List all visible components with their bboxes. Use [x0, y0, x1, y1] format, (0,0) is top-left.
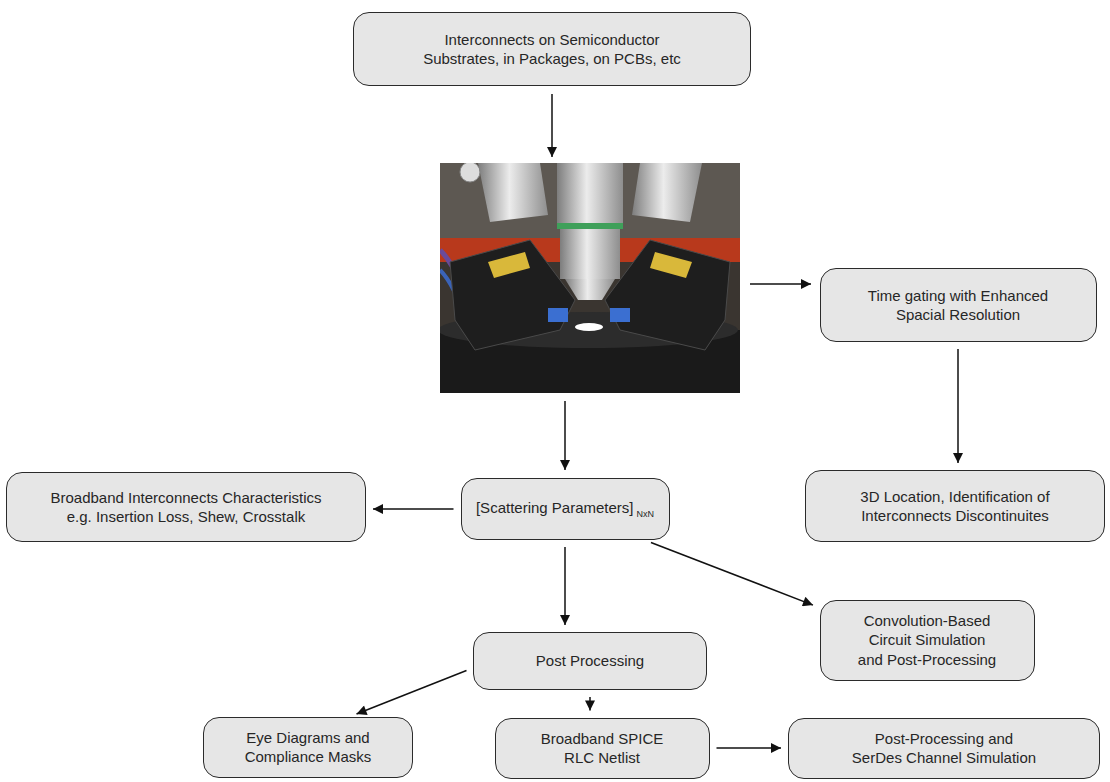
source-box: Interconnects on Semiconductor Substrate… [353, 12, 751, 86]
result-box: Eye Diagrams and Compliance Masks [203, 717, 413, 778]
text-wrap: Broadband Interconnects Characteristics … [21, 488, 351, 527]
objective-lens [557, 163, 623, 223]
process-box: Post Processing [473, 632, 707, 690]
probe-positioner [605, 240, 730, 350]
box-label: 3D Location, Identification of Interconn… [820, 487, 1090, 526]
text-wrap: [Scattering Parameters]NxN [476, 498, 654, 521]
box-label: Time gating with Enhanced Spacial Resolu… [841, 286, 1076, 325]
flow-arrow [589, 697, 591, 711]
text-wrap: Time gating with Enhanced Spacial Resolu… [841, 286, 1076, 325]
positioner-label [650, 252, 692, 278]
process-box: Convolution-Based Circuit Simulation and… [820, 600, 1035, 681]
process-box: Time gating with Enhanced Spacial Resolu… [820, 268, 1097, 342]
flow-arrow [373, 508, 454, 510]
box-label: Post-Processing and SerDes Channel Simul… [804, 729, 1084, 768]
text-wrap: Convolution-Based Circuit Simulation and… [835, 611, 1020, 670]
data-box: [Scattering Parameters]NxN [461, 478, 670, 540]
text-wrap: Interconnects on Semiconductor Substrate… [402, 30, 702, 69]
probe-positioner [450, 240, 575, 350]
flow-arrow [357, 671, 467, 714]
result-box: Broadband Interconnects Characteristics … [6, 472, 366, 542]
flow-arrow [957, 349, 959, 463]
probe-tip [548, 308, 568, 322]
lens-ring [557, 223, 623, 229]
box-label: Broadband SPICE RLC Netlist [517, 729, 687, 768]
flow-arrow [651, 543, 813, 606]
process-box: Broadband SPICE RLC Netlist [495, 718, 710, 779]
text-wrap: Broadband SPICE RLC Netlist [517, 729, 687, 768]
text-wrap: Post Processing [536, 651, 644, 671]
text-wrap: Post-Processing and SerDes Channel Simul… [804, 729, 1084, 768]
box-label: Post Processing [536, 651, 644, 671]
probe-station-photo [440, 163, 740, 393]
flow-arrow [750, 283, 811, 285]
text-wrap: Eye Diagrams and Compliance Masks [218, 728, 398, 767]
text-wrap: 3D Location, Identification of Interconn… [820, 487, 1090, 526]
box-label: Convolution-Based Circuit Simulation and… [835, 611, 1020, 670]
objective-lens [632, 163, 702, 222]
light-spot [575, 323, 603, 331]
subscript-label: NxN [637, 509, 655, 519]
photo-background [440, 163, 740, 393]
probe-tip [610, 308, 630, 322]
positioner-label [488, 252, 530, 278]
flow-arrow [551, 94, 553, 157]
process-box: Post-Processing and SerDes Channel Simul… [788, 718, 1100, 779]
box-label: Interconnects on Semiconductor Substrate… [402, 30, 702, 69]
flow-arrow [717, 747, 782, 749]
flow-arrow [564, 401, 566, 470]
box-label: [Scattering Parameters] [476, 499, 634, 516]
result-box: 3D Location, Identification of Interconn… [805, 470, 1105, 542]
flow-arrow [564, 547, 566, 625]
box-label: Broadband Interconnects Characteristics … [21, 488, 351, 527]
objective-lens [478, 163, 548, 222]
objective-lens [560, 229, 620, 279]
box-label: Eye Diagrams and Compliance Masks [218, 728, 398, 767]
dial-gauge [460, 163, 480, 182]
bench-backdrop [440, 163, 740, 238]
